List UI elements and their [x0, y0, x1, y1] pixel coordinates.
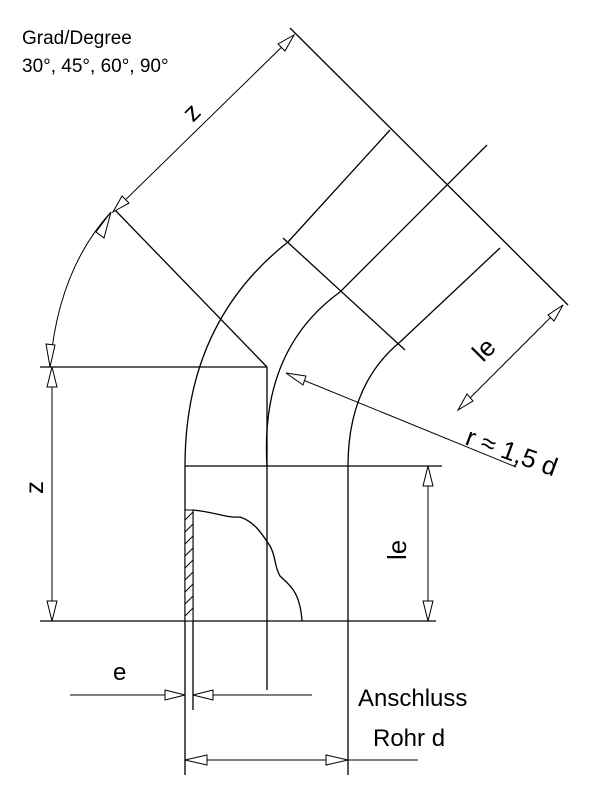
- connection-label-line1: Anschluss: [358, 685, 467, 712]
- degree-values: 30°, 45°, 60°, 90°: [22, 56, 169, 77]
- z-diagonal-label: z: [176, 97, 206, 127]
- radius-label: r ≈ 1,5 d: [462, 421, 562, 482]
- dim-e: e: [70, 659, 312, 701]
- construction-line-diagonal: [114, 209, 268, 368]
- vertical-section: [40, 367, 442, 775]
- le-vertical-label: le: [382, 540, 412, 560]
- degree-title: Grad/Degree: [22, 28, 132, 49]
- wall-hatch: [184, 509, 194, 622]
- le-diagonal-label: le: [466, 332, 502, 368]
- bend-inner-arc: [347, 247, 501, 467]
- bend-section: [40, 27, 569, 467]
- socket-line-diagonal: [282, 237, 406, 351]
- bend-center-arc: [265, 144, 488, 467]
- break-line: [192, 509, 303, 622]
- dim-le-vertical: le: [382, 465, 434, 622]
- connection-label-line2: Rohr d: [373, 725, 445, 752]
- e-label: e: [113, 659, 126, 686]
- z-vertical-label: z: [19, 481, 49, 494]
- dim-z-vertical: z: [19, 366, 58, 622]
- dim-le-diagonal: le: [456, 304, 564, 412]
- dim-pipe-d: [184, 754, 418, 766]
- end-line-diagonal: [289, 27, 569, 306]
- wall-hatch-lines: [184, 511, 194, 617]
- bend-outer-arc: [184, 129, 391, 467]
- angle-arc: [45, 211, 112, 368]
